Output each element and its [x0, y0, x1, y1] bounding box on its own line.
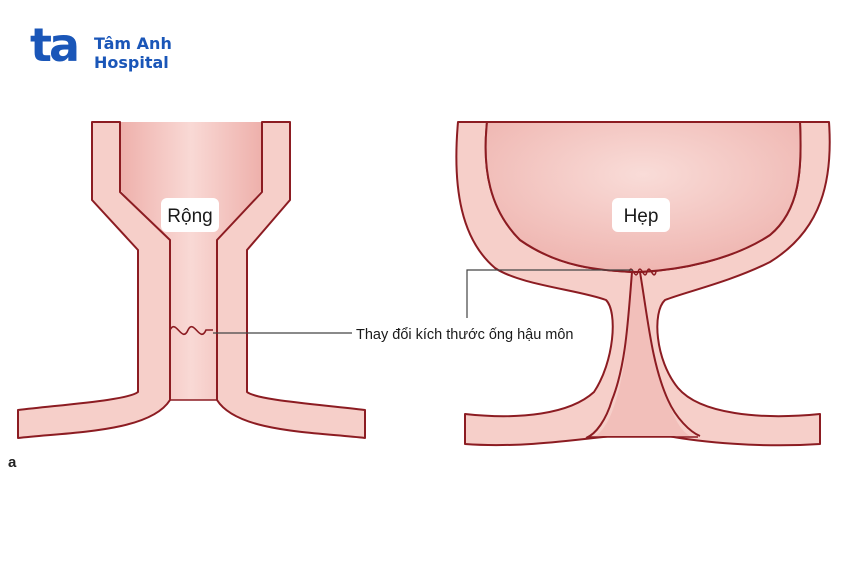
left-wall-left [17, 121, 171, 439]
right-canal-narrow [455, 121, 831, 447]
left-wavy-line [169, 326, 213, 336]
left-canal-wide [17, 121, 366, 439]
hospital-logo: ta Tâm Anh Hospital [30, 22, 180, 78]
left-label-box: Rộng [161, 198, 219, 232]
right-label: Hẹp [624, 206, 659, 227]
right-wavy-line [628, 268, 657, 276]
panel-letter: a [8, 454, 17, 471]
right-inner-outline-right [639, 271, 701, 437]
left-wall-right [216, 121, 366, 439]
logo-name-line2: Hospital [94, 53, 169, 72]
right-label-box: Hẹp [612, 198, 670, 232]
right-inner-outline-left [585, 271, 633, 439]
logo-mark: ta [30, 18, 80, 72]
right-lower-lumen [596, 276, 690, 436]
annotation-leader [213, 269, 633, 334]
annotation-text: Thay đổi kích thước ống hậu môn [356, 327, 574, 343]
left-lumen [120, 122, 262, 400]
leader-line-right [466, 269, 633, 318]
logo-name-line1: Tâm Anh [94, 34, 172, 53]
left-label: Rộng [167, 206, 212, 227]
logo-name: Tâm Anh Hospital [94, 34, 172, 72]
